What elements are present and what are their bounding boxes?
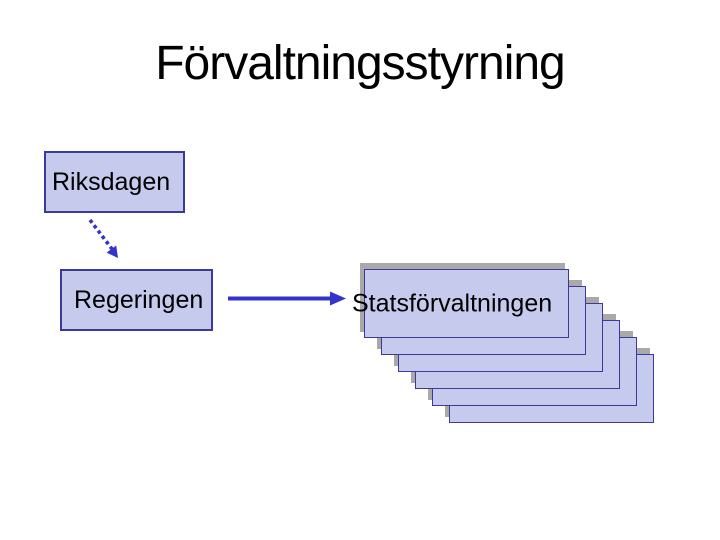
solid-arrow-head [330,291,346,306]
solid-arrow-icon [228,291,346,306]
node-statsforvaltningen: Statsförvaltningen [352,269,569,338]
slide-title: Förvaltningsstyrning [155,37,566,90]
dotted-arrow-head [106,245,118,258]
riksdagen-label: Riksdagen [52,167,171,196]
regeringen-label: Regeringen [74,285,204,314]
statsforvaltningen-label: Statsförvaltningen [352,289,553,317]
node-riksdagen: Riksdagen [44,151,185,213]
dotted-arrow-icon [88,218,118,258]
dotted-arrow-shaft [88,218,114,251]
node-regeringen: Regeringen [60,269,213,331]
